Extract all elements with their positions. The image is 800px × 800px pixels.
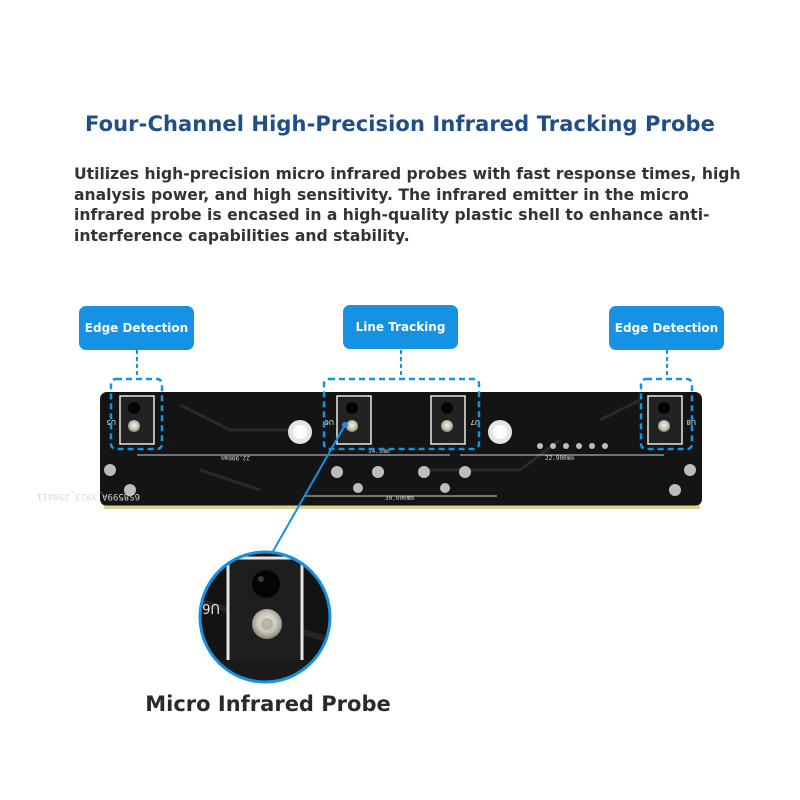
- dimension-label-1: 22.900mm: [221, 454, 250, 461]
- zoom-part-label: U6: [202, 600, 220, 615]
- sensor-u6: U6: [324, 395, 372, 445]
- sensor-u5: U5: [106, 395, 155, 445]
- callout-edge-detection-left: Edge Detection: [79, 306, 194, 350]
- silkscreen-part-number: 6S8599A_Y923_250411: [37, 491, 140, 501]
- svg-text:U8: U8: [686, 418, 696, 426]
- dimension-label-3: 22.900mm: [545, 455, 574, 462]
- svg-text:U7: U7: [470, 418, 480, 426]
- page-title: Four-Channel High-Precision Infrared Tra…: [85, 112, 715, 136]
- svg-text:U6: U6: [324, 418, 334, 426]
- dimension-label-2: 14.5mm: [368, 448, 390, 455]
- callout-line-tracking: Line Tracking: [343, 305, 458, 349]
- callout-edge-detection-right: Edge Detection: [609, 306, 724, 350]
- zoom-pointer-line: [271, 424, 346, 554]
- dimension-label-4: 30.000mm: [385, 495, 414, 502]
- zoom-magnifier: U6: [198, 550, 332, 684]
- highlight-box-center: [322, 377, 481, 451]
- zoom-caption: Micro Infrared Probe: [145, 692, 391, 716]
- sensor-u8: U8: [647, 395, 696, 445]
- sensor-u7: U7: [430, 395, 480, 445]
- svg-text:U5: U5: [106, 418, 116, 426]
- highlight-box-left: [109, 377, 164, 451]
- highlight-box-right: [639, 377, 694, 451]
- description-paragraph: Utilizes high-precision micro infrared p…: [74, 165, 741, 245]
